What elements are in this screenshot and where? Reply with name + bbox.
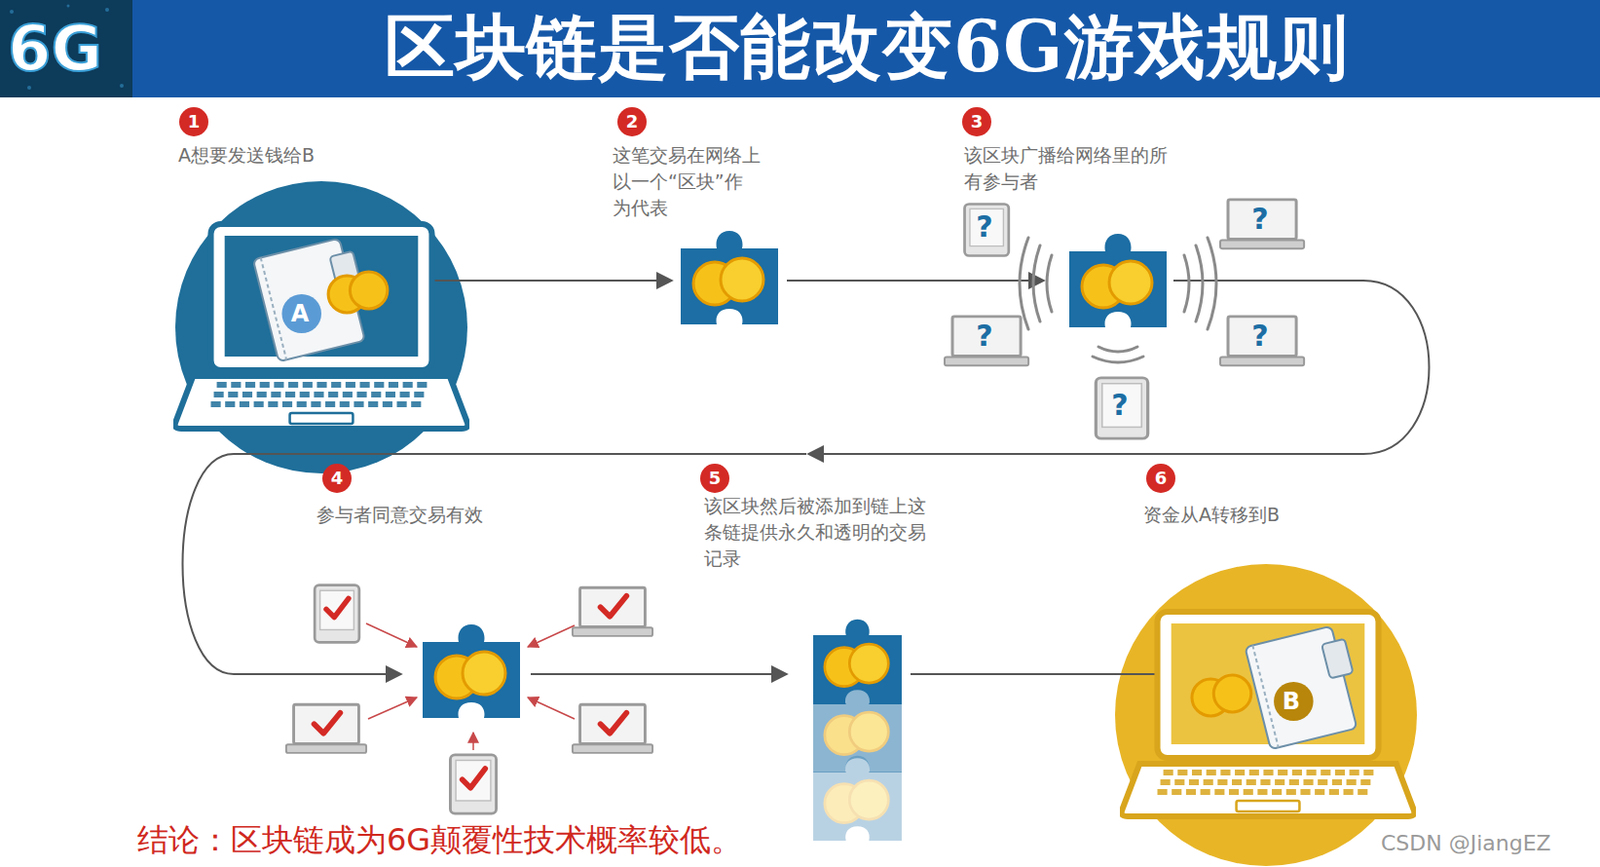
participant-device: ? bbox=[1090, 374, 1154, 442]
validator-monitor bbox=[286, 704, 367, 753]
chain bbox=[813, 619, 902, 841]
step-caption: 这笔交易在网络上 以一个“区块”作 为代表 bbox=[612, 142, 775, 222]
chain-block bbox=[813, 619, 902, 705]
question-mark: ? bbox=[967, 208, 1003, 246]
sender-disc bbox=[175, 181, 468, 474]
logo-tile bbox=[0, 0, 133, 98]
laptop-outline bbox=[173, 220, 470, 433]
participant-device: ? bbox=[1218, 196, 1306, 254]
question-mark: ? bbox=[1225, 316, 1295, 357]
callout-number: 4 bbox=[322, 463, 352, 493]
participant-device: ? bbox=[1218, 313, 1306, 371]
callout-number: 2 bbox=[617, 107, 647, 137]
wallet-laptop: A bbox=[173, 220, 470, 433]
wallet-letter: B bbox=[1269, 681, 1313, 721]
step-caption: 该区块然后被添加到链上这 条链提供永久和透明的交易 记录 bbox=[704, 492, 940, 572]
callout-number: 3 bbox=[962, 107, 992, 137]
callout-number: 5 bbox=[700, 463, 730, 493]
step-caption: 参与者同意交易有效 bbox=[316, 501, 484, 528]
step-caption: 该区块广播给网络里的所 有参与者 bbox=[964, 142, 1182, 195]
flow-arrow bbox=[428, 279, 672, 282]
receiver-disc bbox=[1115, 563, 1417, 866]
step-caption: 资金从A转移到B bbox=[1143, 501, 1280, 528]
validated-block bbox=[422, 624, 521, 718]
callout-number: 6 bbox=[1146, 463, 1176, 493]
participant-device: ? bbox=[960, 201, 1013, 259]
watermark: CSDN @JiangEZ bbox=[1380, 829, 1552, 857]
slide-title: 区块链是否能改变6G游戏规则 bbox=[384, 5, 1349, 88]
validator-tablet bbox=[449, 754, 496, 814]
question-mark: ? bbox=[1099, 383, 1141, 428]
flow-arrow bbox=[530, 672, 787, 675]
wallet-laptop: B bbox=[1119, 607, 1416, 820]
callout-number: 1 bbox=[179, 107, 209, 137]
logo-text: 6G bbox=[7, 9, 103, 88]
laptop-outline bbox=[1119, 607, 1416, 820]
conclusion: 结论：区块链成为6G颠覆性技术概率较低。 bbox=[137, 819, 743, 859]
wallet-letter: A bbox=[278, 294, 322, 334]
transaction-block bbox=[680, 230, 779, 325]
validator-tablet bbox=[314, 585, 360, 643]
header-bar bbox=[0, 0, 1600, 98]
step-caption: A想要发送钱给B bbox=[178, 142, 315, 169]
question-mark: ? bbox=[949, 316, 1019, 357]
participant-device: ? bbox=[942, 313, 1031, 371]
flow-arrow bbox=[786, 279, 1044, 282]
question-mark: ? bbox=[1225, 199, 1295, 240]
validator-monitor bbox=[572, 704, 653, 753]
flow-arrow bbox=[910, 672, 1177, 675]
validators bbox=[286, 585, 653, 814]
validator-monitor bbox=[572, 587, 653, 636]
approval-arrows bbox=[366, 623, 575, 750]
broadcast-block bbox=[1069, 233, 1167, 328]
